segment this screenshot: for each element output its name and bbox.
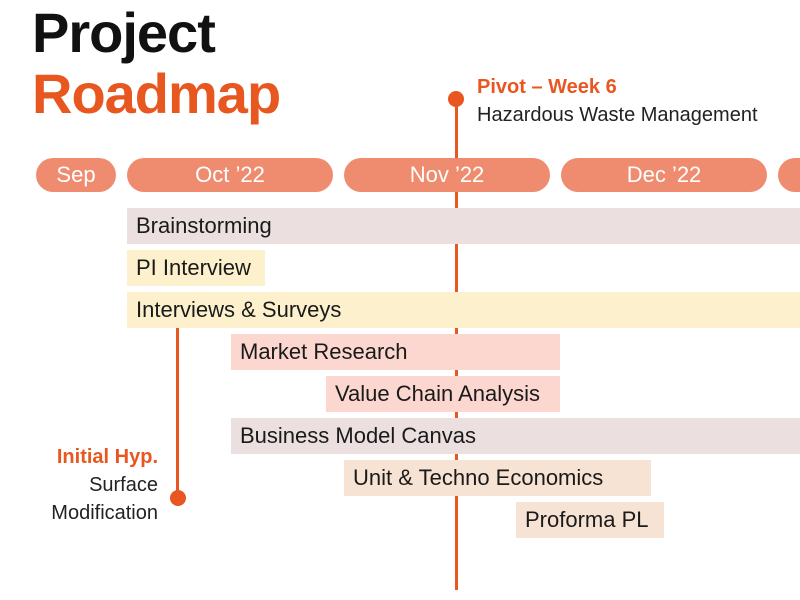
initial-hypothesis-title: Initial Hyp.	[56, 446, 158, 468]
task-value-chain-analysis: Value Chain Analysis	[326, 376, 560, 412]
pivot-milestone-title: Pivot – Week 6	[477, 76, 617, 98]
month-sep: Sep	[36, 158, 116, 192]
month-oct: Oct ’22	[127, 158, 333, 192]
month-next	[778, 158, 800, 192]
initial-hypothesis-dot	[170, 490, 186, 506]
month-nov: Nov ’22	[344, 158, 550, 192]
task-proforma-pl: Proforma PL	[516, 502, 664, 538]
task-brainstorming: Brainstorming	[127, 208, 800, 244]
task-unit-techno-economics: Unit & Techno Economics	[344, 460, 651, 496]
initial-hypothesis-line	[176, 314, 179, 498]
task-interviews-surveys: Interviews & Surveys	[127, 292, 800, 328]
initial-hypothesis-line2: Modification	[51, 502, 158, 524]
month-dec: Dec ’22	[561, 158, 767, 192]
pivot-milestone-dot	[448, 91, 464, 107]
pivot-milestone-text: Hazardous Waste Management	[477, 104, 758, 126]
title-project: Project	[32, 1, 216, 64]
task-market-research: Market Research	[231, 334, 560, 370]
title-roadmap: Roadmap	[32, 62, 281, 125]
initial-hypothesis-line1: Surface	[89, 474, 158, 496]
task-business-model-canvas: Business Model Canvas	[231, 418, 800, 454]
task-pi-interview: PI Interview	[127, 250, 265, 286]
